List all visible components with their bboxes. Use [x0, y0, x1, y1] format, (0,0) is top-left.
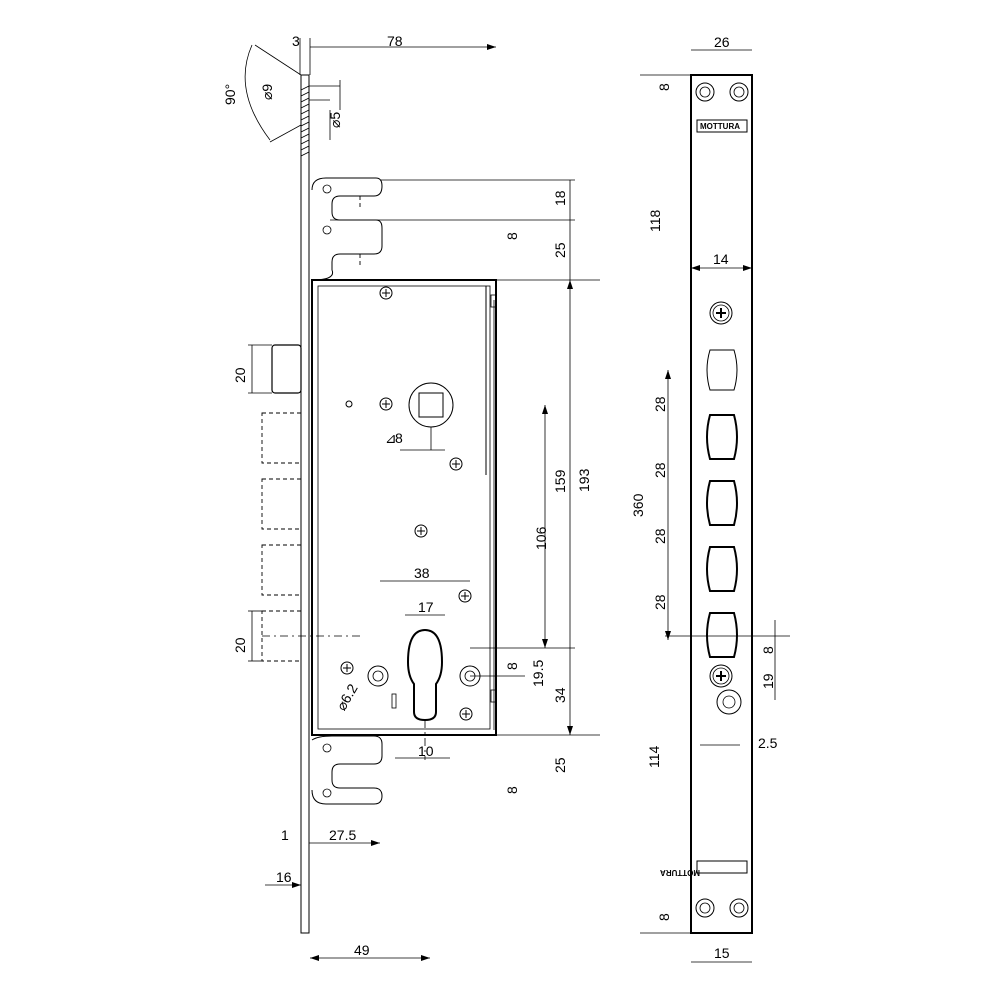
dim-countersink-diameter: ⌀9 [259, 84, 275, 100]
front-view: MOTTURA MOTTURA [630, 34, 790, 963]
brand-plate-bottom [696, 860, 748, 874]
side-dimension-lines [248, 44, 600, 961]
deadbolts [261, 344, 360, 662]
side-faceplate [300, 74, 310, 934]
dim-overall-length: 360 [630, 493, 646, 517]
dim-bolt-pitch-1: 28 [652, 396, 668, 412]
countersink-detail [244, 38, 341, 143]
dim-faceplate-thickness: 3 [292, 33, 300, 49]
dim-bolt-pitch-3: 28 [652, 528, 668, 544]
bottom-hooks [311, 735, 383, 805]
dim-hole-spacing-small: 8 [504, 662, 520, 670]
dim-backset-cylinder: 38 [414, 565, 430, 581]
dim-top-hole-offset: 8 [656, 83, 672, 91]
dim-plate-width: 26 [714, 34, 730, 50]
front-bolts [706, 349, 738, 658]
bolt-3 [261, 544, 302, 596]
brand-label-top: MOTTURA [700, 122, 740, 131]
brand-plate-top [696, 119, 748, 133]
lock-case [311, 279, 497, 736]
bolt-2 [261, 478, 302, 530]
dim-spindle-square-symbol: ⊿ [385, 430, 397, 446]
dim-bottom-hole-offset: 8 [656, 913, 672, 921]
side-dimension-text: 3 78 90° ⌀9 ⌀5 18 8 25 20 ⊿ 8 38 17 20 ⌀… [222, 33, 592, 958]
dim-hook-spacing: 18 [552, 190, 568, 206]
faceplate-hatch [300, 85, 310, 157]
dim-bolt-pitch-2: 28 [652, 462, 668, 478]
dim-deadbolt-height: 20 [232, 367, 248, 383]
spindle-hub [400, 382, 454, 451]
front-cam-hole [716, 689, 742, 715]
bolt-1 [261, 412, 302, 464]
top-hooks [311, 177, 383, 281]
front-faceplate [690, 74, 753, 934]
dim-bottom-bolt-height: 20 [232, 637, 248, 653]
dim-spindle-to-cylinder: 106 [533, 526, 549, 550]
dim-hole-offset: 19.5 [530, 660, 546, 687]
dim-hook-width-top: 8 [504, 232, 520, 240]
side-view: 3 78 90° ⌀9 ⌀5 18 8 25 20 ⊿ 8 38 17 20 ⌀… [222, 33, 600, 961]
dim-lower-hole-offset: 19 [760, 673, 776, 689]
dim-top-to-cylinder: 159 [552, 469, 568, 493]
dim-lower-hole-spacing: 8 [760, 646, 776, 654]
dim-overall-depth: 78 [387, 33, 403, 49]
dim-case-height: 193 [576, 468, 592, 492]
bottom-mounting-holes [695, 898, 749, 918]
dim-hook-to-case-bottom: 25 [552, 757, 568, 773]
dim-bottom-to-screw: 114 [646, 745, 662, 768]
dim-bolt-offset: 16 [276, 869, 292, 885]
dim-cylinder-slot-width: 10 [418, 743, 434, 759]
dim-hole-diameter: ⌀5 [327, 112, 343, 128]
dim-hook-to-case-top: 25 [552, 242, 568, 258]
case-screws [340, 286, 473, 721]
dim-spindle-square: 8 [395, 430, 403, 446]
dim-bolt-pitch-4: 28 [652, 594, 668, 610]
dim-bolt-width: 14 [713, 251, 729, 267]
dim-backset: 49 [354, 942, 370, 958]
front-screw-lower [709, 664, 733, 688]
front-dimension-lines [640, 49, 790, 963]
brand-label-bottom: MOTTURA [660, 868, 700, 877]
latch-bolt [271, 344, 302, 394]
top-mounting-holes [695, 82, 749, 102]
dim-hole-offset-side: 2.5 [758, 735, 778, 751]
dim-countersink-angle: 90° [222, 84, 238, 105]
dim-screw-hole-diameter: ⌀6.2 [333, 681, 361, 713]
dim-top-to-screw: 118 [647, 209, 663, 232]
front-screw-top [709, 301, 733, 325]
dim-bolt-projection: 27.5 [329, 827, 356, 843]
dim-cylinder-width: 17 [418, 599, 434, 615]
dim-bottom-plate-width: 15 [714, 945, 730, 961]
cylinder-cutout [367, 628, 481, 760]
front-dimension-text: 26 8 118 14 28 28 28 28 360 8 19 2.5 114… [630, 34, 778, 961]
dim-hook-width-bottom: 8 [504, 786, 520, 794]
dim-cylinder-to-case-bottom: 34 [552, 687, 568, 703]
dim-faceplate-gap: 1 [281, 827, 289, 843]
